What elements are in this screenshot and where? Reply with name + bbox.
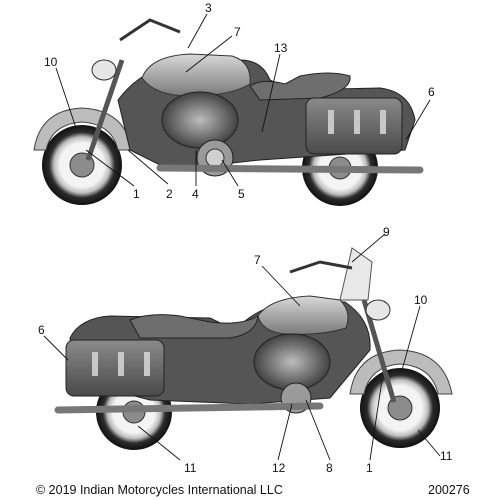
reference-number: 200276	[428, 483, 470, 497]
fuel-tank-bottom	[257, 295, 349, 335]
callout-1: 1	[133, 187, 140, 201]
callout-6-bottom: 6	[38, 323, 45, 337]
callout-7: 7	[234, 25, 241, 39]
callout-3: 3	[205, 1, 212, 15]
bottom-callout-numbers: 9 7 10 6 11 12 8 1 11	[38, 225, 453, 475]
seat	[249, 72, 351, 101]
callout-9: 9	[383, 225, 390, 239]
callout-11-rear: 11	[184, 461, 197, 475]
callout-5: 5	[238, 187, 245, 201]
callout-10: 10	[44, 55, 58, 69]
headlight	[91, 59, 117, 81]
motorcycle-bottom-illustration	[54, 247, 453, 450]
saddlebag-bottom	[65, 339, 165, 397]
fuel-tank	[141, 53, 251, 97]
callout-13: 13	[274, 41, 288, 55]
callout-11-front: 11	[440, 449, 453, 463]
callout-10-bottom: 10	[414, 293, 428, 307]
callout-6: 6	[428, 85, 435, 99]
motorcycle-top-illustration	[33, 18, 424, 206]
seat-bottom	[129, 314, 259, 339]
callout-4: 4	[192, 187, 199, 201]
front-fork	[85, 59, 125, 161]
handlebar-bottom	[289, 260, 353, 274]
front-wheel-bottom	[360, 368, 440, 448]
copyright-text: © 2019 Indian Motorcycles International …	[36, 483, 283, 497]
handlebar	[119, 18, 181, 42]
top-callout-numbers: 3 7 13 10 6 1 2 4 5	[44, 1, 435, 201]
saddlebag	[305, 97, 403, 155]
headlight-bottom	[365, 299, 391, 321]
front-wheel	[42, 125, 122, 205]
windshield	[339, 247, 373, 301]
callout-1-bottom: 1	[366, 461, 373, 475]
callout-7-bottom: 7	[254, 253, 261, 267]
exhaust-pipe	[156, 164, 424, 174]
top-callout-leaders	[55, 13, 431, 187]
exhaust-pipe-bottom	[54, 402, 324, 414]
callout-2: 2	[166, 187, 173, 201]
bottom-callout-leaders	[43, 233, 441, 461]
callout-12: 12	[272, 461, 286, 475]
callout-8: 8	[326, 461, 333, 475]
